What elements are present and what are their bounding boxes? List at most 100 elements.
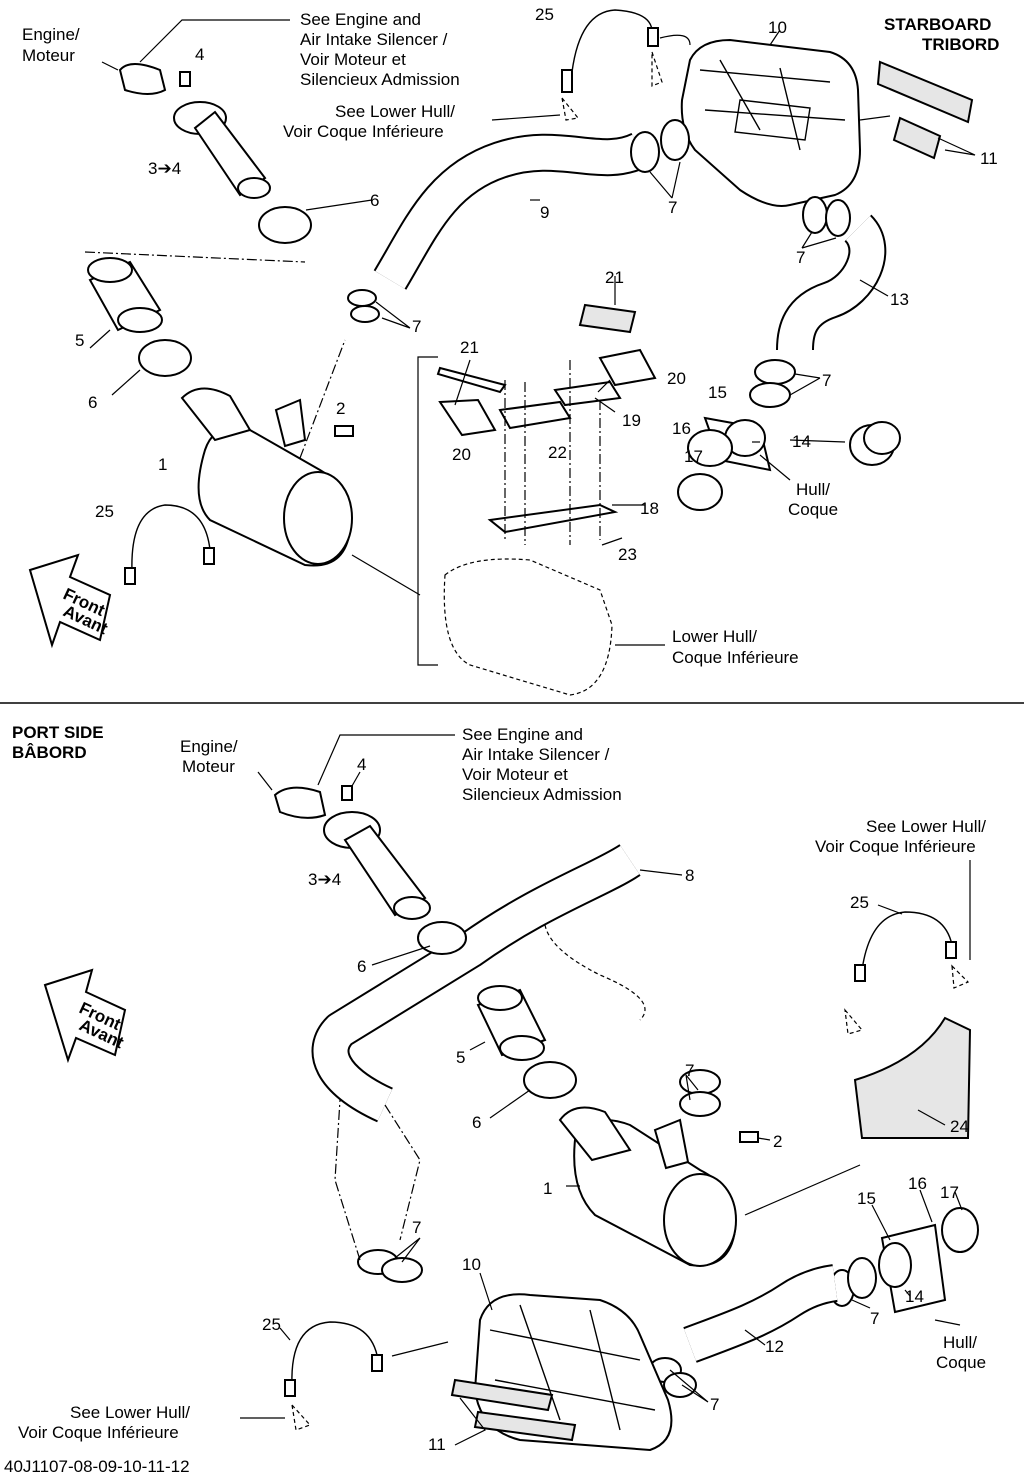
part-3-4-intake-pipe xyxy=(118,63,312,244)
hull-2-port: Coque xyxy=(936,1353,986,1372)
callout: 10 xyxy=(462,1255,481,1274)
callout: 7 xyxy=(668,198,677,217)
callout: 11 xyxy=(428,1435,446,1454)
callout: 1 xyxy=(543,1179,552,1198)
callout: 25 xyxy=(850,893,869,912)
callout: 5 xyxy=(456,1048,465,1067)
part-25-strap-right xyxy=(844,911,970,1035)
see-engine-3: Voir Moteur et xyxy=(300,50,406,69)
see-engine-4: Silencieux Admission xyxy=(300,70,460,89)
engine-ref-2-port: Moteur xyxy=(182,757,235,776)
callout: 24 xyxy=(950,1117,969,1136)
starboard-section: STARBOARD TRIBORD Engine/ Moteur See Eng… xyxy=(22,5,999,696)
part-11-pads-port xyxy=(450,1378,577,1442)
callout: 6 xyxy=(370,191,379,210)
callout: 22 xyxy=(548,443,567,462)
callout: 14 xyxy=(905,1287,924,1306)
port-section: PORT SIDE BÂBORD Engine/ Moteur See Engi… xyxy=(4,723,986,1476)
callout: 21 xyxy=(460,338,479,357)
see-lower-hull-top-2: Voir Coque Inférieure xyxy=(815,837,976,856)
callout: 7 xyxy=(685,1061,694,1080)
callout: 7 xyxy=(412,1218,421,1237)
lower-hull-bracket xyxy=(417,303,657,696)
lower-hull-2: Coque Inférieure xyxy=(672,648,799,667)
callout: 21 xyxy=(605,268,624,287)
callout: 20 xyxy=(452,445,471,464)
parts-14-17-outlet xyxy=(677,416,901,511)
part-3-4-intake-pipe-port xyxy=(273,785,467,955)
callout: 14 xyxy=(792,432,811,451)
figure-code: 40J1107-08-09-10-11-12 xyxy=(4,1457,190,1476)
part-10-muffler-box xyxy=(680,38,862,207)
starboard-labels: STARBOARD TRIBORD Engine/ Moteur See Eng… xyxy=(22,5,999,667)
part-6-clamp-port xyxy=(523,1061,577,1099)
callout: 5 xyxy=(75,331,84,350)
parts-14-17-outlet-port xyxy=(847,1207,979,1314)
callout: 2 xyxy=(773,1132,782,1151)
callout: 17 xyxy=(940,1183,959,1202)
part-25-strap-left xyxy=(124,504,215,585)
callout: 6 xyxy=(472,1113,481,1132)
see-lower-hull-2: Voir Coque Inférieure xyxy=(283,122,444,141)
callout: 25 xyxy=(95,502,114,521)
part-5-coupler-port xyxy=(476,985,547,1061)
callout: 18 xyxy=(640,499,659,518)
callout: 25 xyxy=(535,5,554,24)
callout: 3➔4 xyxy=(148,159,181,178)
callout: 4 xyxy=(195,45,204,64)
part-6-clamp xyxy=(138,339,192,377)
callout: 9 xyxy=(540,203,549,222)
part-25-strap-top xyxy=(561,9,663,121)
callout: 15 xyxy=(857,1189,876,1208)
callout: 20 xyxy=(667,369,686,388)
callout: 17 xyxy=(684,447,703,466)
part-7-clamps-top xyxy=(347,119,851,408)
engine-ref-2: Moteur xyxy=(22,46,75,65)
callout: 7 xyxy=(796,248,805,267)
see-engine-2-port: Air Intake Silencer / xyxy=(462,745,610,764)
port-title-2: BÂBORD xyxy=(12,743,87,762)
callout: 3➔4 xyxy=(308,870,341,889)
callout: 2 xyxy=(336,399,345,418)
callout: 1 xyxy=(158,455,167,474)
callout: 7 xyxy=(710,1395,719,1414)
part-1-resonator-port xyxy=(558,1106,737,1267)
part-9-hose xyxy=(373,132,649,290)
callout: 15 xyxy=(708,383,727,402)
see-lower-hull-top-1: See Lower Hull/ xyxy=(866,817,986,836)
callout: 6 xyxy=(88,393,97,412)
part-12-hose xyxy=(683,1264,838,1363)
callout: 12 xyxy=(765,1337,784,1356)
callout: 13 xyxy=(890,290,909,309)
see-lower-hull-bottom-2: Voir Coque Inférieure xyxy=(18,1423,179,1442)
callout: 16 xyxy=(672,419,691,438)
engine-ref-1: Engine/ xyxy=(22,25,80,44)
engine-ref-1-port: Engine/ xyxy=(180,737,238,756)
port-leaders xyxy=(240,734,971,1446)
hull-1-port: Hull/ xyxy=(943,1333,977,1352)
callout: 11 xyxy=(980,149,998,168)
part-24-panel xyxy=(853,1016,972,1139)
callout: 7 xyxy=(870,1309,879,1328)
see-lower-hull-1: See Lower Hull/ xyxy=(335,102,455,121)
callout: 16 xyxy=(908,1174,927,1193)
callout: 19 xyxy=(622,411,641,430)
callout: 10 xyxy=(768,18,787,37)
see-engine-1: See Engine and xyxy=(300,10,421,29)
starboard-title-1: STARBOARD xyxy=(884,15,991,34)
part-2-sensor xyxy=(334,425,354,437)
callout: 8 xyxy=(685,866,694,885)
callout: 23 xyxy=(618,545,637,564)
callout: 6 xyxy=(357,957,366,976)
part-5-coupler xyxy=(87,257,163,333)
callout: 7 xyxy=(412,317,421,336)
see-lower-hull-bottom-1: See Lower Hull/ xyxy=(70,1403,190,1422)
starboard-leaders xyxy=(84,19,976,646)
part-25-strap-bottom xyxy=(284,1321,383,1431)
part-8-hose xyxy=(311,843,646,1123)
lower-hull-1: Lower Hull/ xyxy=(672,627,757,646)
see-engine-4-port: Silencieux Admission xyxy=(462,785,622,804)
part-11-pads xyxy=(876,60,974,160)
part-2-sensor-port xyxy=(739,1131,759,1143)
port-title-1: PORT SIDE xyxy=(12,723,104,742)
